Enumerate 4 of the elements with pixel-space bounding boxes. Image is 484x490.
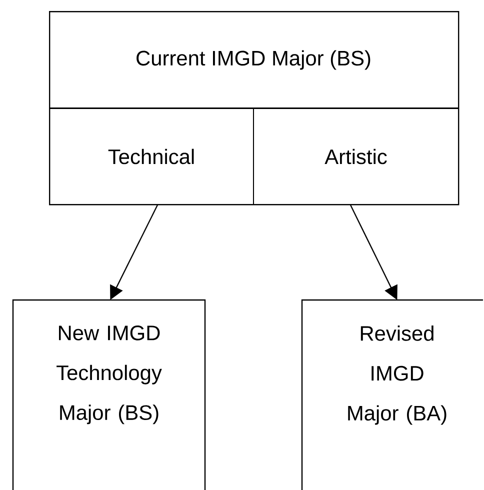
process-box: New IMGD Technology Major (BS): [12, 299, 206, 490]
process-box: Revised IMGD Major (BA): [301, 299, 483, 490]
table-cell: Artistic: [253, 108, 459, 205]
table-cell: Technical: [49, 108, 254, 205]
